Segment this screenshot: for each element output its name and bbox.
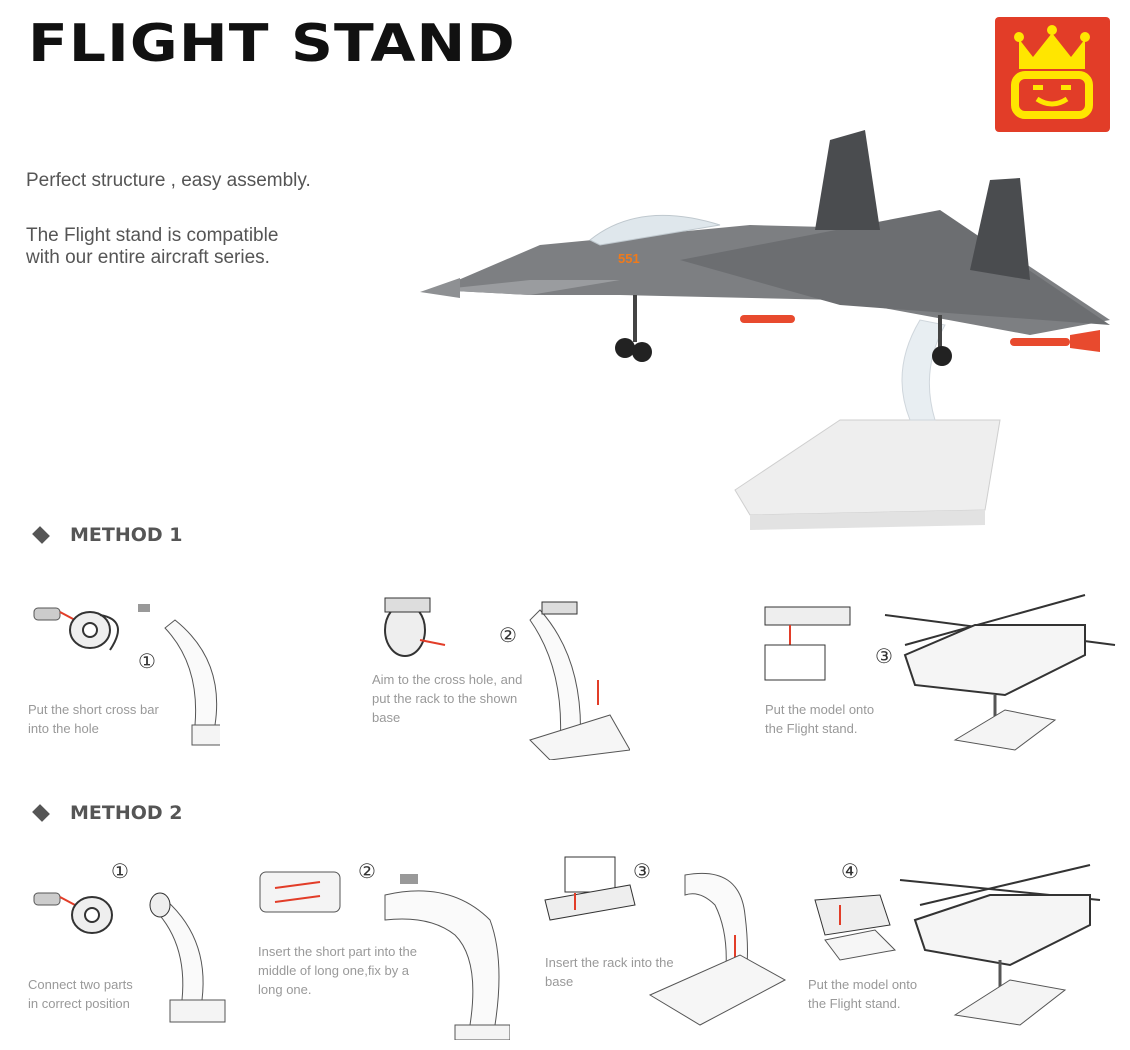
jet-on-stand-illustration: 551 [420,130,1110,530]
m1-step1-diagram [33,604,220,746]
m2-step1-diagram [33,892,226,1023]
tail-number: 551 [618,251,640,266]
m2-step3-diagram [544,856,787,1026]
m2-step2-text: Insert the short part into the middle of… [258,944,417,997]
diamond-bullet-icon [32,804,50,822]
m2-step1-text: Connect two parts in correct position [28,977,133,1011]
page-title: FLIGHT STAND [28,14,516,74]
m2-step4-number: ④ [841,861,859,883]
method-2-label: METHOD 2 [70,802,183,824]
m2-step1-number: ① [111,861,129,883]
intro-line-2a: The Flight stand is compatible [26,225,279,246]
method-2-heading: METHOD 2 [32,802,183,824]
m2-step2-diagram [259,871,510,1040]
m1-step3-text: Put the model onto the Flight stand. [765,702,875,736]
m1-step2-text: Aim to the cross hole, and put the rack … [372,672,523,725]
m1-step2-number: ② [499,625,517,647]
intro-line-2b: with our entire aircraft series. [26,247,270,268]
m1-step2-diagram [384,597,630,760]
m2-step4-diagram [814,864,1101,1026]
diamond-bullet-icon [32,526,50,544]
m1-step3-number: ③ [875,646,893,668]
crown-face-icon [1011,25,1093,119]
m1-step1-text: Put the short cross bar into the hole [28,702,159,736]
method-1-heading: METHOD 1 [32,524,183,546]
m2-step3-text: Insert the rack into the base [545,955,674,989]
m2-step2-number: ② [358,861,376,883]
m2-step4-text: Put the model onto the Flight stand. [808,977,918,1011]
m1-step3-diagram [764,594,1116,751]
brand-logo [995,17,1110,132]
m2-step3-number: ③ [633,861,651,883]
m1-step1-number: ① [138,651,156,673]
method-1-label: METHOD 1 [70,524,183,546]
intro-line-1: Perfect structure , easy assembly. [26,170,311,191]
